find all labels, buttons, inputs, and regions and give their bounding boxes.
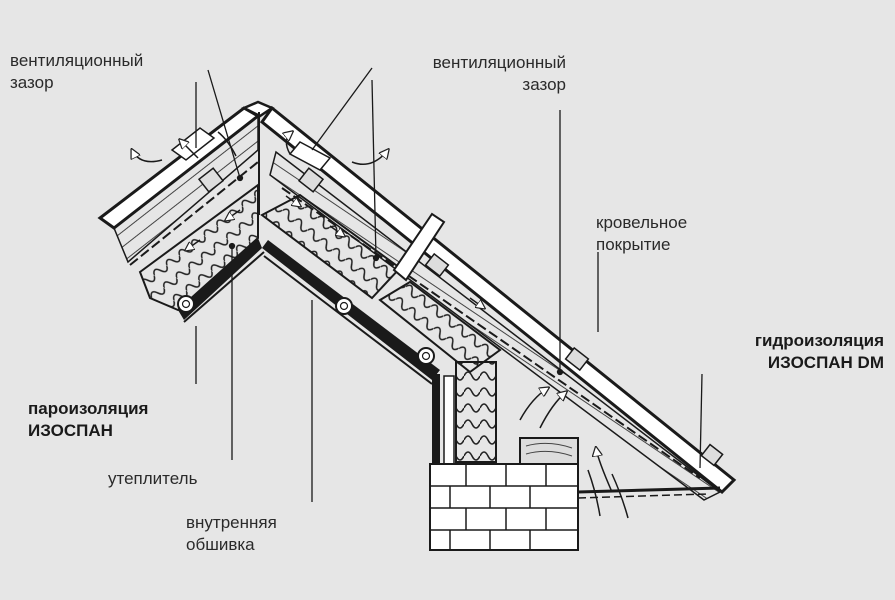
wall xyxy=(429,361,721,551)
label-line: вентиляционный xyxy=(432,53,566,72)
leader-lines xyxy=(195,67,703,502)
right-insulation-lower xyxy=(378,280,502,374)
label-line: пароизоляция xyxy=(28,399,149,418)
label-line: кровельное xyxy=(596,213,688,232)
label-line: гидроизоляция xyxy=(754,331,884,350)
brick-wall xyxy=(429,463,579,551)
label-vent-gap-right: вентиляционный зазор xyxy=(372,52,566,96)
label-line: ИЗОСПАН DM xyxy=(767,353,884,372)
label-line: зазор xyxy=(10,73,54,92)
right-roof-slope xyxy=(259,105,737,501)
label-line: вентиляционный xyxy=(10,51,144,70)
wall-insulation xyxy=(455,361,497,463)
label-vent-gap-left: вентиляционный зазор xyxy=(10,50,143,94)
air-flow-arrow-icon xyxy=(132,132,629,519)
label-inner-lining: внутренняя обшивка xyxy=(186,512,277,556)
left-roof-slope xyxy=(97,106,265,323)
label-line: утеплитель xyxy=(108,469,198,488)
vent-arrow-icon xyxy=(186,195,484,308)
wall-plate-beam xyxy=(519,437,579,465)
label-line: покрытие xyxy=(596,235,671,254)
label-insulation: утеплитель xyxy=(108,468,197,490)
label-vapor-barrier: пароизоляция ИЗОСПАН xyxy=(28,398,148,442)
label-waterproofing: гидроизоляция ИЗОСПАН DM xyxy=(690,330,884,374)
label-roof-covering: кровельное покрытие xyxy=(596,212,687,256)
label-line: обшивка xyxy=(186,535,255,554)
ridge xyxy=(241,100,275,215)
label-line: внутренняя xyxy=(186,513,277,532)
left-inner-lining xyxy=(178,238,262,320)
label-line: зазор xyxy=(522,75,566,94)
label-line: ИЗОСПАН xyxy=(28,421,113,440)
